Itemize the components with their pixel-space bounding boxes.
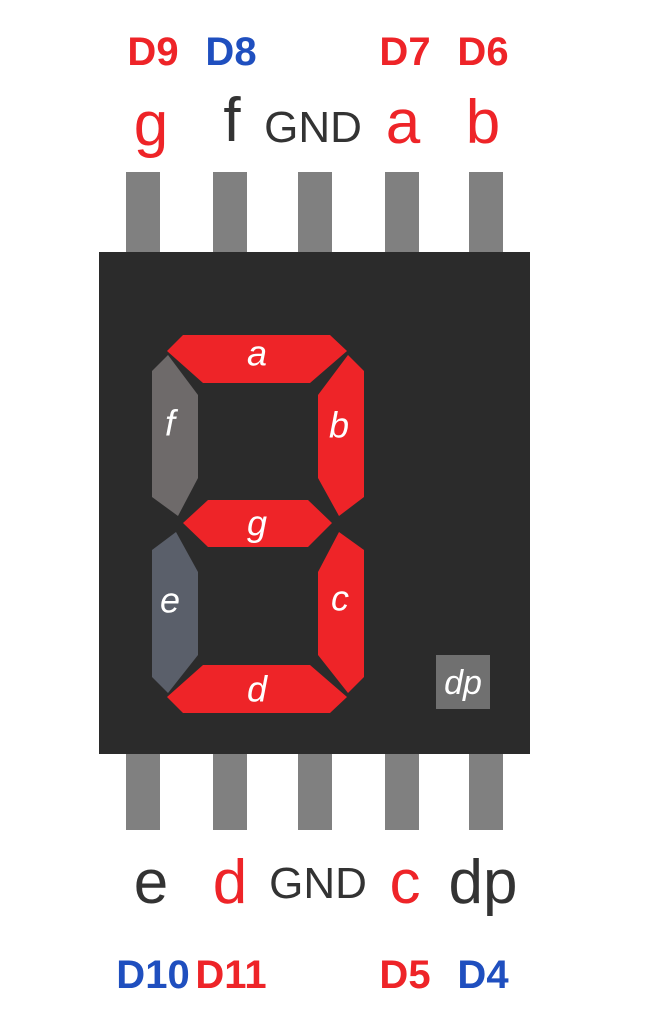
segment-label-a: a bbox=[247, 333, 267, 374]
pin-name-gnd-top: GND bbox=[264, 103, 362, 152]
segment-label-b: b bbox=[329, 405, 349, 446]
segment-label-c: c bbox=[331, 578, 349, 619]
top-pin-b bbox=[469, 172, 503, 252]
arduino-pin-label-dp: D4 bbox=[457, 953, 509, 997]
arduino-pin-label-f: D8 bbox=[205, 30, 257, 74]
pin-name-a: a bbox=[385, 88, 421, 157]
bottom-pin-d bbox=[213, 754, 247, 830]
pin-name-d: d bbox=[212, 848, 248, 917]
segment-f bbox=[152, 355, 198, 516]
top-pin-f bbox=[213, 172, 247, 252]
top-pin-a bbox=[385, 172, 419, 252]
arduino-pin-label-d: D11 bbox=[195, 953, 267, 997]
segment-g bbox=[183, 500, 332, 547]
segment-label-dp: dp bbox=[444, 664, 482, 702]
pin-name-e: e bbox=[133, 848, 169, 917]
bottom-pin-gnd bbox=[298, 754, 332, 830]
arduino-pin-label-c: D5 bbox=[379, 953, 431, 997]
segment-label-d: d bbox=[247, 669, 268, 710]
arduino-pin-label-a: D7 bbox=[379, 30, 431, 74]
bottom-pin-dp bbox=[469, 754, 503, 830]
segment-dp bbox=[436, 655, 490, 709]
segment-a bbox=[167, 335, 347, 383]
segment-d bbox=[167, 665, 347, 713]
segment-e bbox=[152, 532, 198, 693]
top-pin-g bbox=[126, 172, 160, 252]
bottom-pin-e bbox=[126, 754, 160, 830]
pin-name-dp: dp bbox=[448, 848, 518, 917]
arduino-pin-label-e: D10 bbox=[116, 953, 190, 997]
arduino-pin-label-g: D9 bbox=[127, 30, 179, 74]
arduino-pin-label-b: D6 bbox=[457, 30, 509, 74]
top-pin-gnd bbox=[298, 172, 332, 252]
segment-label-e: e bbox=[160, 580, 180, 621]
pin-name-f: f bbox=[223, 86, 241, 155]
segment-c bbox=[318, 532, 364, 693]
bottom-pin-c bbox=[385, 754, 419, 830]
pin-name-c: c bbox=[389, 848, 421, 917]
pin-name-gnd-bottom: GND bbox=[269, 859, 367, 908]
pin-name-g: g bbox=[133, 90, 169, 159]
segment-b bbox=[318, 355, 364, 516]
segment-label-g: g bbox=[247, 503, 267, 544]
pin-name-b: b bbox=[465, 88, 501, 157]
